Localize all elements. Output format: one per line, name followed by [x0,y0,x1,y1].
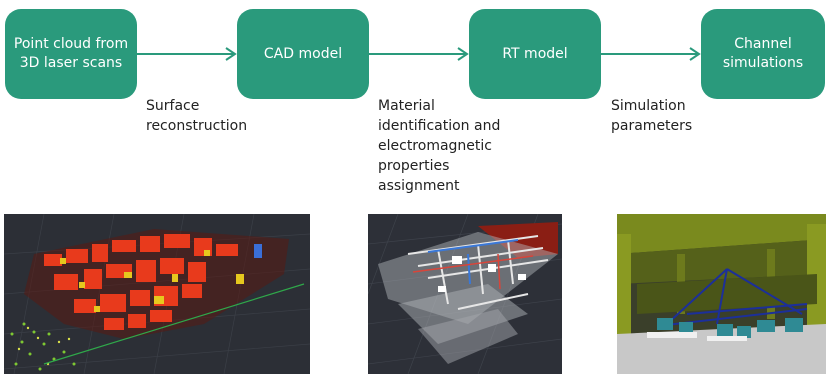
step-point-cloud-label: Point cloud from 3D laser scans [13,36,129,71]
point-cloud-image [4,214,310,374]
arrow-1-head [225,47,237,61]
arrow-2-head [457,47,469,61]
step-cad-model-label: CAD model [263,45,343,62]
step-rt-model-label: RT model [502,45,568,62]
step-channel-simulations-box: Channel simulations [701,9,825,99]
step-point-cloud-box: Point cloud from 3D laser scans [5,9,137,99]
rt-model-image [617,214,826,374]
transition-material-identification: Material identification and electromagne… [378,98,501,194]
step-cad-model-box: CAD model [237,9,369,99]
step-rt-model-box: RT model [469,9,601,99]
transition-simulation-parameters: Simulation parameters [611,98,693,134]
step-channel-simulations-label: Channel simulations [722,36,804,71]
transition-surface-reconstruction: Surface reconstruction [146,98,248,134]
arrow-3-head [689,47,701,61]
cad-model-image [368,214,562,374]
